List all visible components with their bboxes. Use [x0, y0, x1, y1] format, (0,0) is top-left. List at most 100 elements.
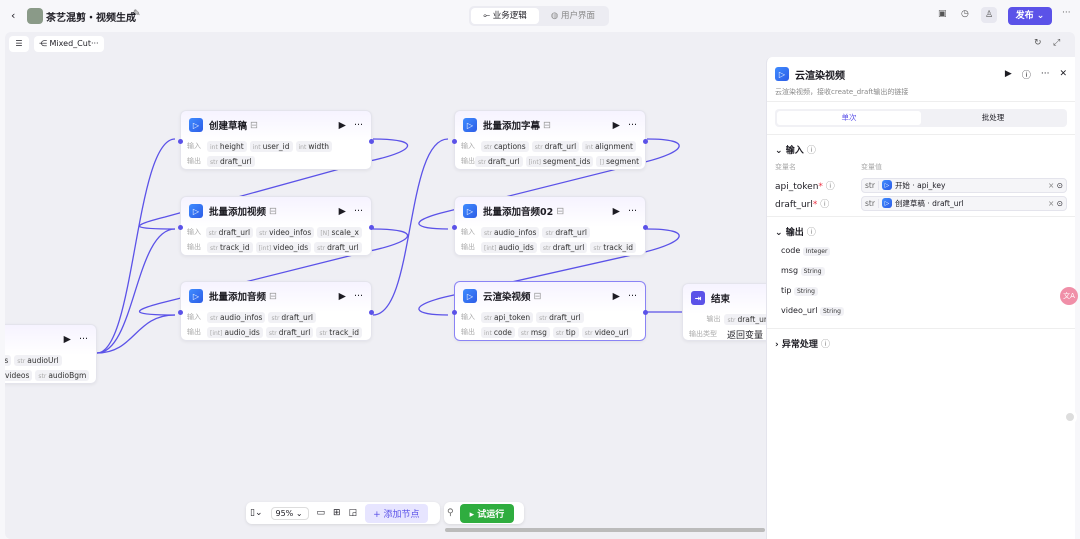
input-port[interactable] — [178, 139, 183, 144]
output-port[interactable] — [369, 225, 374, 230]
var-value-field[interactable]: str▷开始 · api_key× ⊙ — [861, 177, 1067, 193]
name: video_infos — [269, 227, 312, 237]
input-section-toggle[interactable]: ⌄ 输入 ⓘ — [775, 146, 816, 156]
sidebar-toggle-icon[interactable]: ☰ — [9, 36, 29, 52]
type: [int] — [258, 244, 272, 252]
more-icon[interactable]: ··· — [1062, 8, 1071, 18]
layout-icon[interactable]: ⊞ — [333, 508, 341, 518]
history-icon[interactable]: ◷ — [961, 9, 969, 19]
test-run-button[interactable]: ▸ 试运行 — [459, 503, 515, 523]
horizontal-scrollbar[interactable] — [445, 528, 765, 532]
tab-user-interface[interactable]: ◍ 用户界面 — [550, 11, 596, 21]
publish-button[interactable]: 发布 ⌄ — [1008, 7, 1052, 25]
tab-label: 用户界面 — [561, 11, 596, 21]
node-start[interactable]: ▶··· nesstraudioUrl strvideosstraudioBgm — [5, 324, 97, 384]
clear-icon[interactable]: × — [1048, 198, 1055, 208]
name: user_id — [262, 141, 290, 151]
collaborators-icon[interactable]: ♙ — [981, 7, 997, 23]
clear-icon[interactable]: × — [1048, 180, 1055, 190]
var-value-field[interactable]: str▷创建草稿 · draft_url× ⊙ — [861, 195, 1067, 211]
input-port[interactable] — [452, 310, 457, 315]
tab-batch[interactable]: 批处理 — [981, 113, 1005, 122]
node-badge-icon: ⊟ — [543, 119, 551, 131]
type: str — [520, 329, 529, 337]
calendar-icon[interactable]: ▣ — [938, 9, 947, 19]
input-port[interactable] — [452, 225, 457, 230]
type: str — [208, 229, 217, 237]
select-icon[interactable]: ⊙ — [1056, 198, 1063, 208]
more-icon[interactable]: ··· — [1040, 69, 1050, 79]
node-more-icon[interactable]: ··· — [627, 119, 637, 131]
name: segment_ids — [543, 156, 591, 166]
output-port[interactable] — [643, 225, 648, 230]
comment-icon[interactable]: ▭ — [316, 508, 326, 518]
exception-section-toggle[interactable]: › 异常处理 ⓘ — [767, 328, 1075, 358]
type: [int] — [528, 158, 542, 166]
run-node-icon[interactable]: ▶ — [63, 333, 71, 345]
minimap-icon[interactable]: ◲ — [348, 508, 358, 518]
output-port[interactable] — [369, 310, 374, 315]
run-node-icon[interactable]: ▶ — [612, 290, 620, 302]
mouse-mode-icon[interactable]: ▯⌄ — [250, 508, 263, 518]
run-node-icon[interactable]: ▶ — [612, 119, 620, 131]
tab-single[interactable]: 单次 — [777, 111, 921, 125]
output-section-toggle[interactable]: ⌄ 输出 ⓘ — [775, 228, 816, 238]
plugin-icon: ▷ — [189, 204, 203, 218]
output-port[interactable] — [643, 310, 648, 315]
assistant-icon[interactable] — [1063, 410, 1077, 424]
add-node-button[interactable]: + 添加节点 — [365, 503, 428, 523]
edit-icon[interactable]: ✎ — [133, 9, 141, 19]
help-icon[interactable]: ⓘ — [1021, 70, 1031, 81]
output-row: video_url String — [775, 306, 1067, 326]
param-tag: [int]segment_ids — [525, 155, 594, 167]
output-label: 输出 — [187, 328, 201, 336]
type: str — [542, 244, 551, 252]
run-icon[interactable]: ▶ — [1004, 69, 1012, 79]
run-node-icon[interactable]: ▶ — [338, 290, 346, 302]
node-more-icon[interactable]: ··· — [353, 205, 363, 217]
close-icon[interactable]: ✕ — [1059, 69, 1067, 79]
run-node-icon[interactable]: ▶ — [338, 119, 346, 131]
type: str — [271, 314, 280, 322]
select-icon[interactable]: ⊙ — [1056, 180, 1063, 190]
back-icon[interactable]: ‹ — [11, 9, 16, 22]
type: str — [555, 329, 564, 337]
node-more-icon[interactable]: ··· — [627, 205, 637, 217]
top-bar: ‹ 茶艺混剪・视频生成 ✎ ⟜ 业务逻辑 ◍ 用户界面 ▣ ◷ ♙ 发布 ⌄ ·… — [0, 0, 1080, 32]
run-node-icon[interactable]: ▶ — [612, 205, 620, 217]
run-node-icon[interactable]: ▶ — [338, 205, 346, 217]
output-port[interactable] — [369, 139, 374, 144]
output-port[interactable] — [643, 139, 648, 144]
out-type: 返回变量 — [727, 330, 764, 341]
output-row: code Integer — [775, 246, 1067, 266]
zoom-select[interactable]: 95% ⌄ — [270, 506, 309, 520]
node-more-icon[interactable]: ··· — [353, 119, 363, 131]
refresh-icon[interactable]: ↻ — [1034, 38, 1042, 48]
name: audioUrl — [27, 355, 59, 365]
workflow-name-chip[interactable]: ⋲ Mixed_Cut··· — [34, 36, 104, 52]
debug-icon[interactable]: ⚲ — [447, 508, 454, 518]
tab-business-logic[interactable]: ⟜ 业务逻辑 — [471, 8, 539, 24]
node-more-icon[interactable]: ··· — [353, 290, 363, 302]
expand-icon[interactable]: ⤢ — [1053, 38, 1061, 48]
type-badge: String — [793, 287, 818, 296]
input-port[interactable] — [178, 310, 183, 315]
node-more-icon[interactable]: ··· — [78, 333, 88, 345]
input-port[interactable] — [452, 139, 457, 144]
type: str — [478, 158, 486, 166]
name: audio_infos — [219, 312, 263, 322]
translate-icon[interactable]: 文A — [1060, 287, 1078, 305]
node-more-icon[interactable]: ··· — [627, 290, 637, 302]
type: int — [585, 143, 594, 151]
input-port[interactable] — [178, 225, 183, 230]
